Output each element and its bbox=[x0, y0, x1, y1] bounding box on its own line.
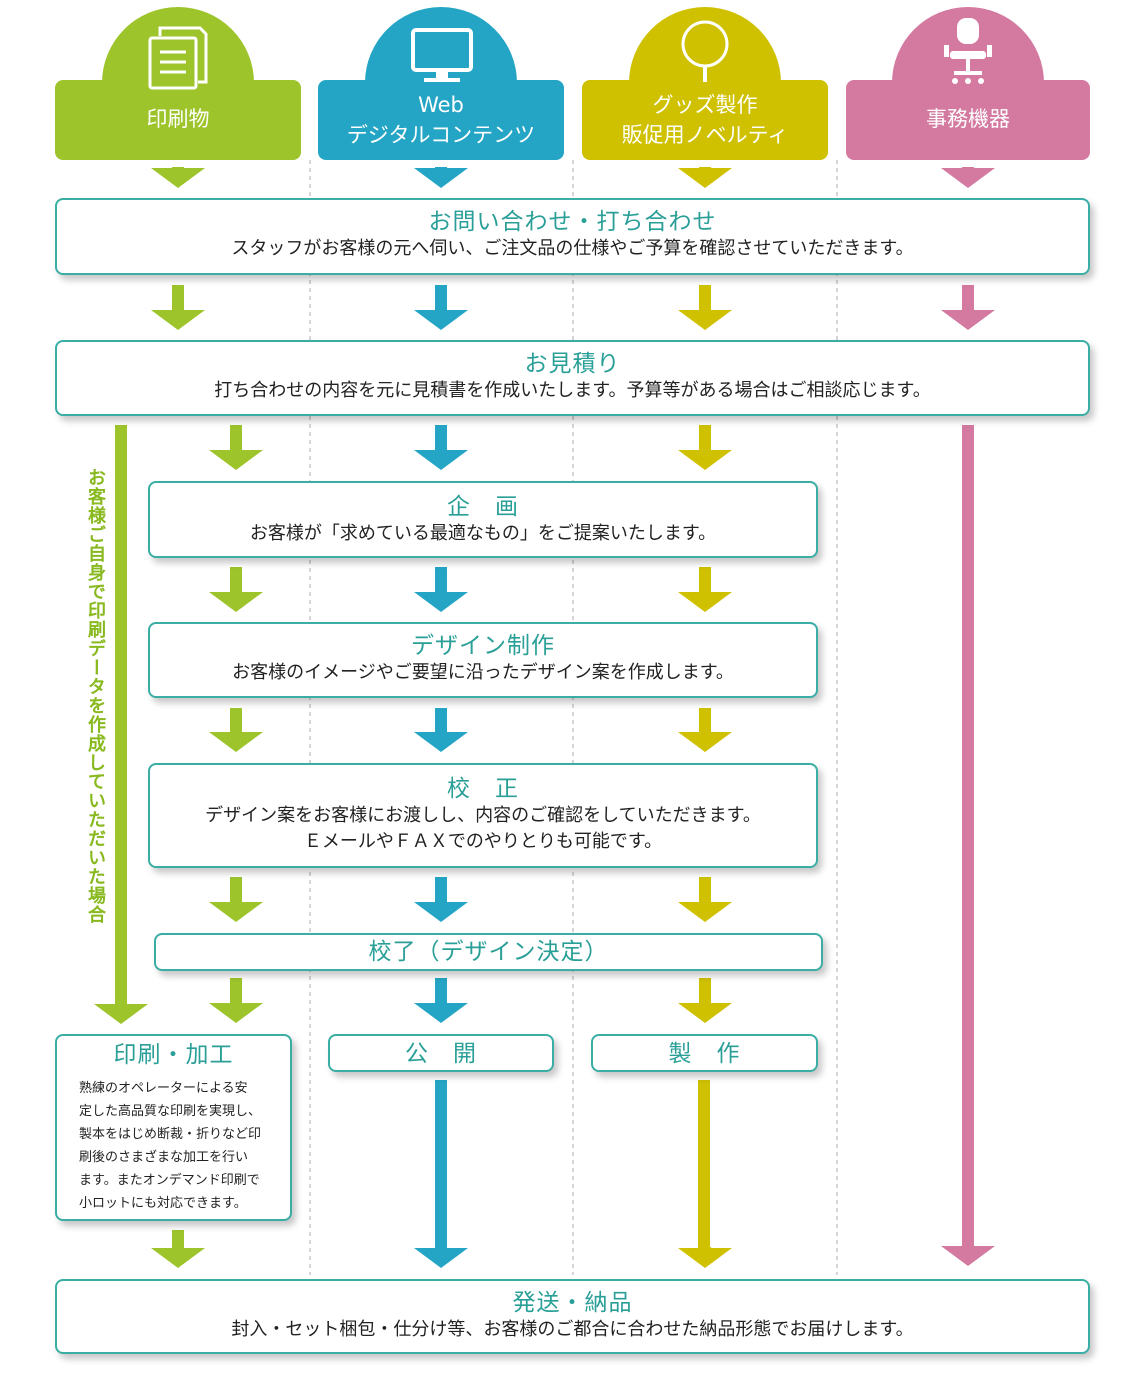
step-delivery-desc: 封入・セット梱包・仕分け等、お客様のご都合に合わせた納品形態でお届けします。 bbox=[231, 1319, 914, 1340]
flow-arrow-1 bbox=[414, 167, 468, 188]
goods-line bbox=[698, 1080, 710, 1248]
category-tab-goods bbox=[582, 7, 828, 160]
flow-arrow-2 bbox=[678, 877, 732, 922]
flow-arrow-goods bbox=[678, 1247, 732, 1268]
flow-arrow-0 bbox=[151, 167, 205, 188]
flow-arrows bbox=[94, 167, 995, 1268]
category-tab-web bbox=[318, 7, 564, 160]
self-data-side-note: お客様ご自身で印刷データを作成していただいた場合 bbox=[85, 468, 106, 924]
step-proof-desc-1: デザイン案をお客様にお渡しし、内容のご確認をしていただきます。 bbox=[205, 805, 761, 826]
flow-arrow-2 bbox=[678, 567, 732, 612]
self-data-line bbox=[115, 425, 127, 1005]
flow-arrow-1 bbox=[414, 567, 468, 612]
flow-arrow-0 bbox=[209, 567, 263, 612]
flow-arrow-1 bbox=[414, 425, 468, 470]
flow-arrow-0 bbox=[209, 708, 263, 752]
step-proof-done: 校了（デザイン決定） bbox=[154, 933, 823, 971]
step-design-desc: お客様のイメージやご要望に沿ったデザイン案を作成します。 bbox=[232, 662, 734, 683]
step-estimate-title: お見積り bbox=[524, 351, 621, 377]
step-print-title: 印刷・加工 bbox=[113, 1042, 234, 1068]
category-label-goods: グッズ製作 販促用ノベルティ bbox=[621, 93, 789, 147]
step-delivery-title: 発送・納品 bbox=[512, 1290, 633, 1316]
flow-arrow-office bbox=[941, 1246, 995, 1266]
flow-arrow-1 bbox=[414, 708, 468, 752]
step-estimate-desc: 打ち合わせの内容を元に見積書を作成いたします。予算等がある場合はご相談応じます。 bbox=[214, 380, 931, 401]
flow-arrow-2 bbox=[678, 978, 732, 1023]
category-label-office: 事務機器 bbox=[926, 107, 1010, 131]
uchiwa-fan-icon bbox=[681, 20, 729, 82]
flow-arrow-1 bbox=[414, 978, 468, 1023]
office-line bbox=[962, 425, 974, 1247]
flow-arrow-0 bbox=[209, 978, 263, 1023]
step-inquiry-title: お問い合わせ・打ち合わせ bbox=[428, 209, 717, 235]
flow-arrow-3 bbox=[941, 285, 995, 330]
self-data-arrow bbox=[94, 1004, 148, 1024]
step-produce-title: 製 作 bbox=[668, 1041, 741, 1067]
step-proof-title: 校 正 bbox=[447, 776, 519, 802]
step-planning: 企 画 お客様が「求めている最適なもの」をご提案いたします。 bbox=[148, 481, 818, 558]
step-print-desc: 熟練のオペレーターによる安 定した高品質な印刷を実現し、 製本をはじめ断裁・折り… bbox=[79, 1081, 262, 1211]
flow-arrow-0 bbox=[209, 877, 263, 922]
flow-arrow-0 bbox=[209, 425, 263, 470]
step-proof-done-title: 校了（デザイン決定） bbox=[368, 939, 609, 965]
category-label-web: Web デジタルコンテンツ bbox=[346, 93, 536, 147]
flow-arrow-3 bbox=[941, 167, 995, 188]
step-delivery: 発送・納品 封入・セット梱包・仕分け等、お客様のご都合に合わせた納品形態でお届け… bbox=[55, 1279, 1090, 1354]
monitor-icon bbox=[411, 28, 473, 82]
step-design-title: デザイン制作 bbox=[411, 633, 555, 659]
flow-arrow-2 bbox=[678, 425, 732, 470]
flow-arrow-2 bbox=[678, 285, 732, 330]
step-estimate: お見積り 打ち合わせの内容を元に見積書を作成いたします。予算等がある場合はご相談… bbox=[55, 340, 1090, 416]
flow-arrow-web bbox=[414, 1247, 468, 1268]
step-proof: 校 正 デザイン案をお客様にお渡しし、内容のご確認をしていただきます。 Ｅメール… bbox=[148, 763, 818, 868]
document-icon bbox=[148, 26, 208, 90]
step-planning-desc: お客様が「求めている最適なもの」をご提案いたします。 bbox=[249, 523, 717, 544]
step-planning-title: 企 画 bbox=[447, 494, 519, 520]
office-chair-icon bbox=[944, 18, 992, 84]
step-design: デザイン制作 お客様のイメージやご要望に沿ったデザイン案を作成します。 bbox=[148, 622, 818, 698]
flow-arrow-1 bbox=[414, 285, 468, 330]
flow-arrow-0 bbox=[151, 285, 205, 330]
step-publish-title: 公 開 bbox=[405, 1041, 477, 1067]
flow-arrow-print bbox=[151, 1230, 205, 1268]
step-produce: 製 作 bbox=[591, 1034, 818, 1072]
step-inquiry: お問い合わせ・打ち合わせ スタッフがお客様の元へ伺い、ご注文品の仕様やご予算を確… bbox=[55, 198, 1090, 275]
category-label-print: 印刷物 bbox=[146, 107, 210, 131]
step-proof-desc-2: ＥメールやＦＡＸでのやりとりも可能です。 bbox=[303, 831, 663, 852]
step-print: 印刷・加工 熟練のオペレーターによる安 定した高品質な印刷を実現し、 製本をはじ… bbox=[55, 1034, 292, 1221]
flow-arrow-1 bbox=[414, 877, 468, 922]
step-publish: 公 開 bbox=[328, 1034, 554, 1072]
flow-arrow-2 bbox=[678, 167, 732, 188]
web-line bbox=[435, 1080, 447, 1248]
column-dividers bbox=[309, 160, 838, 1275]
step-inquiry-desc: スタッフがお客様の元へ伺い、ご注文品の仕様やご予算を確認させていただきます。 bbox=[231, 238, 914, 259]
flow-arrow-2 bbox=[678, 708, 732, 752]
category-tab-print bbox=[55, 7, 301, 160]
